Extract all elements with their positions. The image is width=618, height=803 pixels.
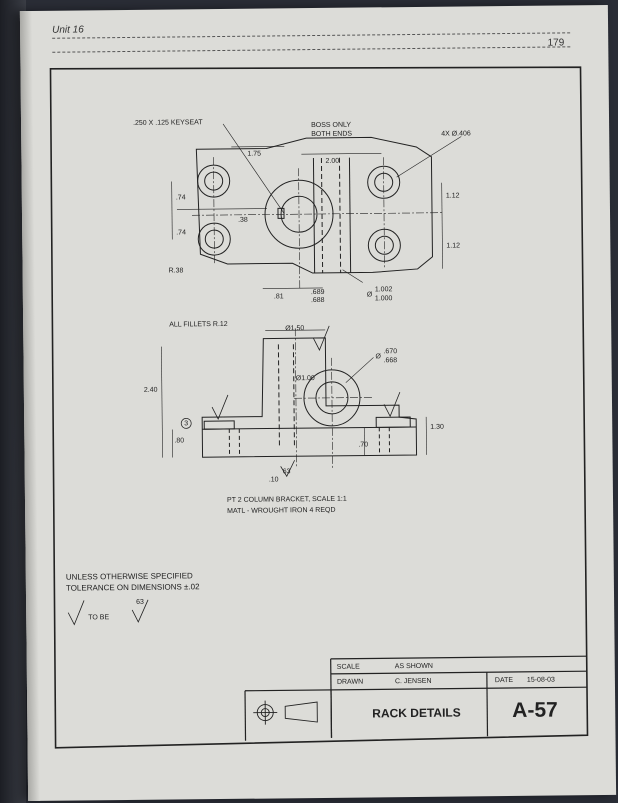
bore-upper: 1.002 [374, 286, 393, 294]
key-width-upper: .689 [310, 288, 325, 297]
bore-lower: 1.000 [374, 295, 393, 303]
dim-1-12-b: 1.12 [446, 242, 461, 250]
dim-2-00: 2.00 [325, 157, 340, 165]
dim-670-prefix: Ø [375, 353, 382, 361]
dim-dia-1-50: Ø1.50 [285, 325, 305, 333]
bore-prefix: Ø [366, 291, 373, 299]
dim-074-a: .74 [175, 194, 186, 202]
dim-081: .81 [273, 293, 284, 301]
dim-668: .668 [383, 357, 398, 365]
dim-080: .80 [174, 437, 185, 445]
dim-2-40: 2.40 [143, 386, 158, 394]
fillets-note: ALL FILLETS R.12 [169, 320, 228, 329]
dim-1-12-a: 1.12 [445, 192, 460, 200]
keyseat-note: .250 X .125 KEYSEAT [133, 119, 203, 127]
finish-value: 63 [136, 598, 144, 606]
part-info-line1: PT 2 COLUMN BRACKET, SCALE 1:1 [226, 495, 347, 504]
technical-drawing [49, 66, 589, 749]
finish-label: TO BE [88, 614, 110, 622]
key-width-lower: .688 [310, 296, 325, 305]
dim-074-b: .74 [176, 229, 186, 237]
drawing-title: RACK DETAILS [372, 705, 461, 721]
scale-label: SCALE [336, 663, 360, 671]
part-info-line2: MATL - WROUGHT IRON 4 REQD [227, 506, 336, 515]
balloon-number: 3 [184, 420, 189, 428]
tolerance-note-line1: UNLESS OTHERWISE SPECIFIED [65, 571, 193, 582]
dim-070: .70 [358, 441, 369, 449]
dim-1-75: 1.75 [247, 150, 262, 158]
finish-010: .10 [268, 476, 279, 484]
drawn-label: DRAWN [336, 678, 364, 686]
projection-symbol [253, 700, 318, 725]
radius-note: R.38 [168, 267, 184, 275]
drawn-value: C. JENSEN [394, 677, 432, 686]
finish-63: 63 [282, 468, 291, 476]
tolerance-note-line2: TOLERANCE ON DIMENSIONS ±.02 [65, 582, 200, 593]
dim-dia-1-00: Ø1.00 [295, 375, 315, 383]
boss-note-line1: BOSS ONLY [311, 121, 352, 130]
date-label: DATE [494, 676, 514, 685]
dim-038: .38 [238, 216, 248, 224]
top-view-outline [195, 136, 433, 274]
boss-note-line2: BOTH ENDS [311, 130, 353, 139]
dim-1-30: 1.30 [430, 423, 444, 431]
scale-value: AS SHOWN [394, 662, 433, 671]
drawing-border [49, 66, 589, 749]
date-value: 15-08-03 [526, 676, 555, 684]
sheet-number: A-57 [512, 698, 558, 722]
dim-670: .670 [383, 348, 398, 356]
textbook-page: Unit 16 179 [19, 4, 617, 802]
title-block-lines [244, 655, 587, 741]
holes-note: 4X Ø.406 [441, 130, 471, 138]
